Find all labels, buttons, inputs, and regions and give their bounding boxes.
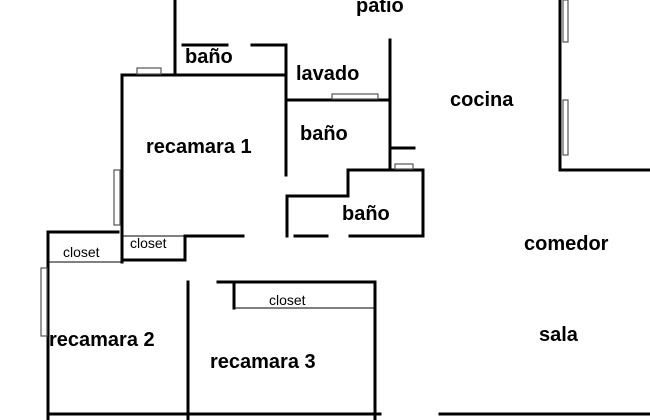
room-label-patio: patio	[356, 0, 404, 17]
room-label-bano-top: baño	[185, 46, 233, 68]
room-label-bano-mid: baño	[300, 123, 348, 145]
window	[394, 163, 414, 170]
room-label-cocina: cocina	[450, 89, 514, 111]
window	[136, 67, 162, 75]
room-label-recamara-2: recamara 2	[49, 329, 155, 351]
room-label-sala: sala	[539, 324, 578, 346]
window	[40, 267, 48, 337]
window	[562, 0, 569, 43]
room-label-comedor: comedor	[524, 233, 609, 255]
closet-label-recamara-3: closet	[269, 292, 306, 308]
window	[562, 99, 569, 156]
window	[113, 169, 121, 226]
window	[331, 93, 379, 100]
closet-label-left: closet	[63, 244, 100, 260]
room-label-recamara-1: recamara 1	[146, 136, 252, 158]
room-label-lavado: lavado	[296, 63, 360, 85]
closet-label-middle: closet	[130, 235, 167, 251]
room-label-bano-low: baño	[342, 203, 390, 225]
room-label-recamara-3: recamara 3	[210, 351, 316, 373]
